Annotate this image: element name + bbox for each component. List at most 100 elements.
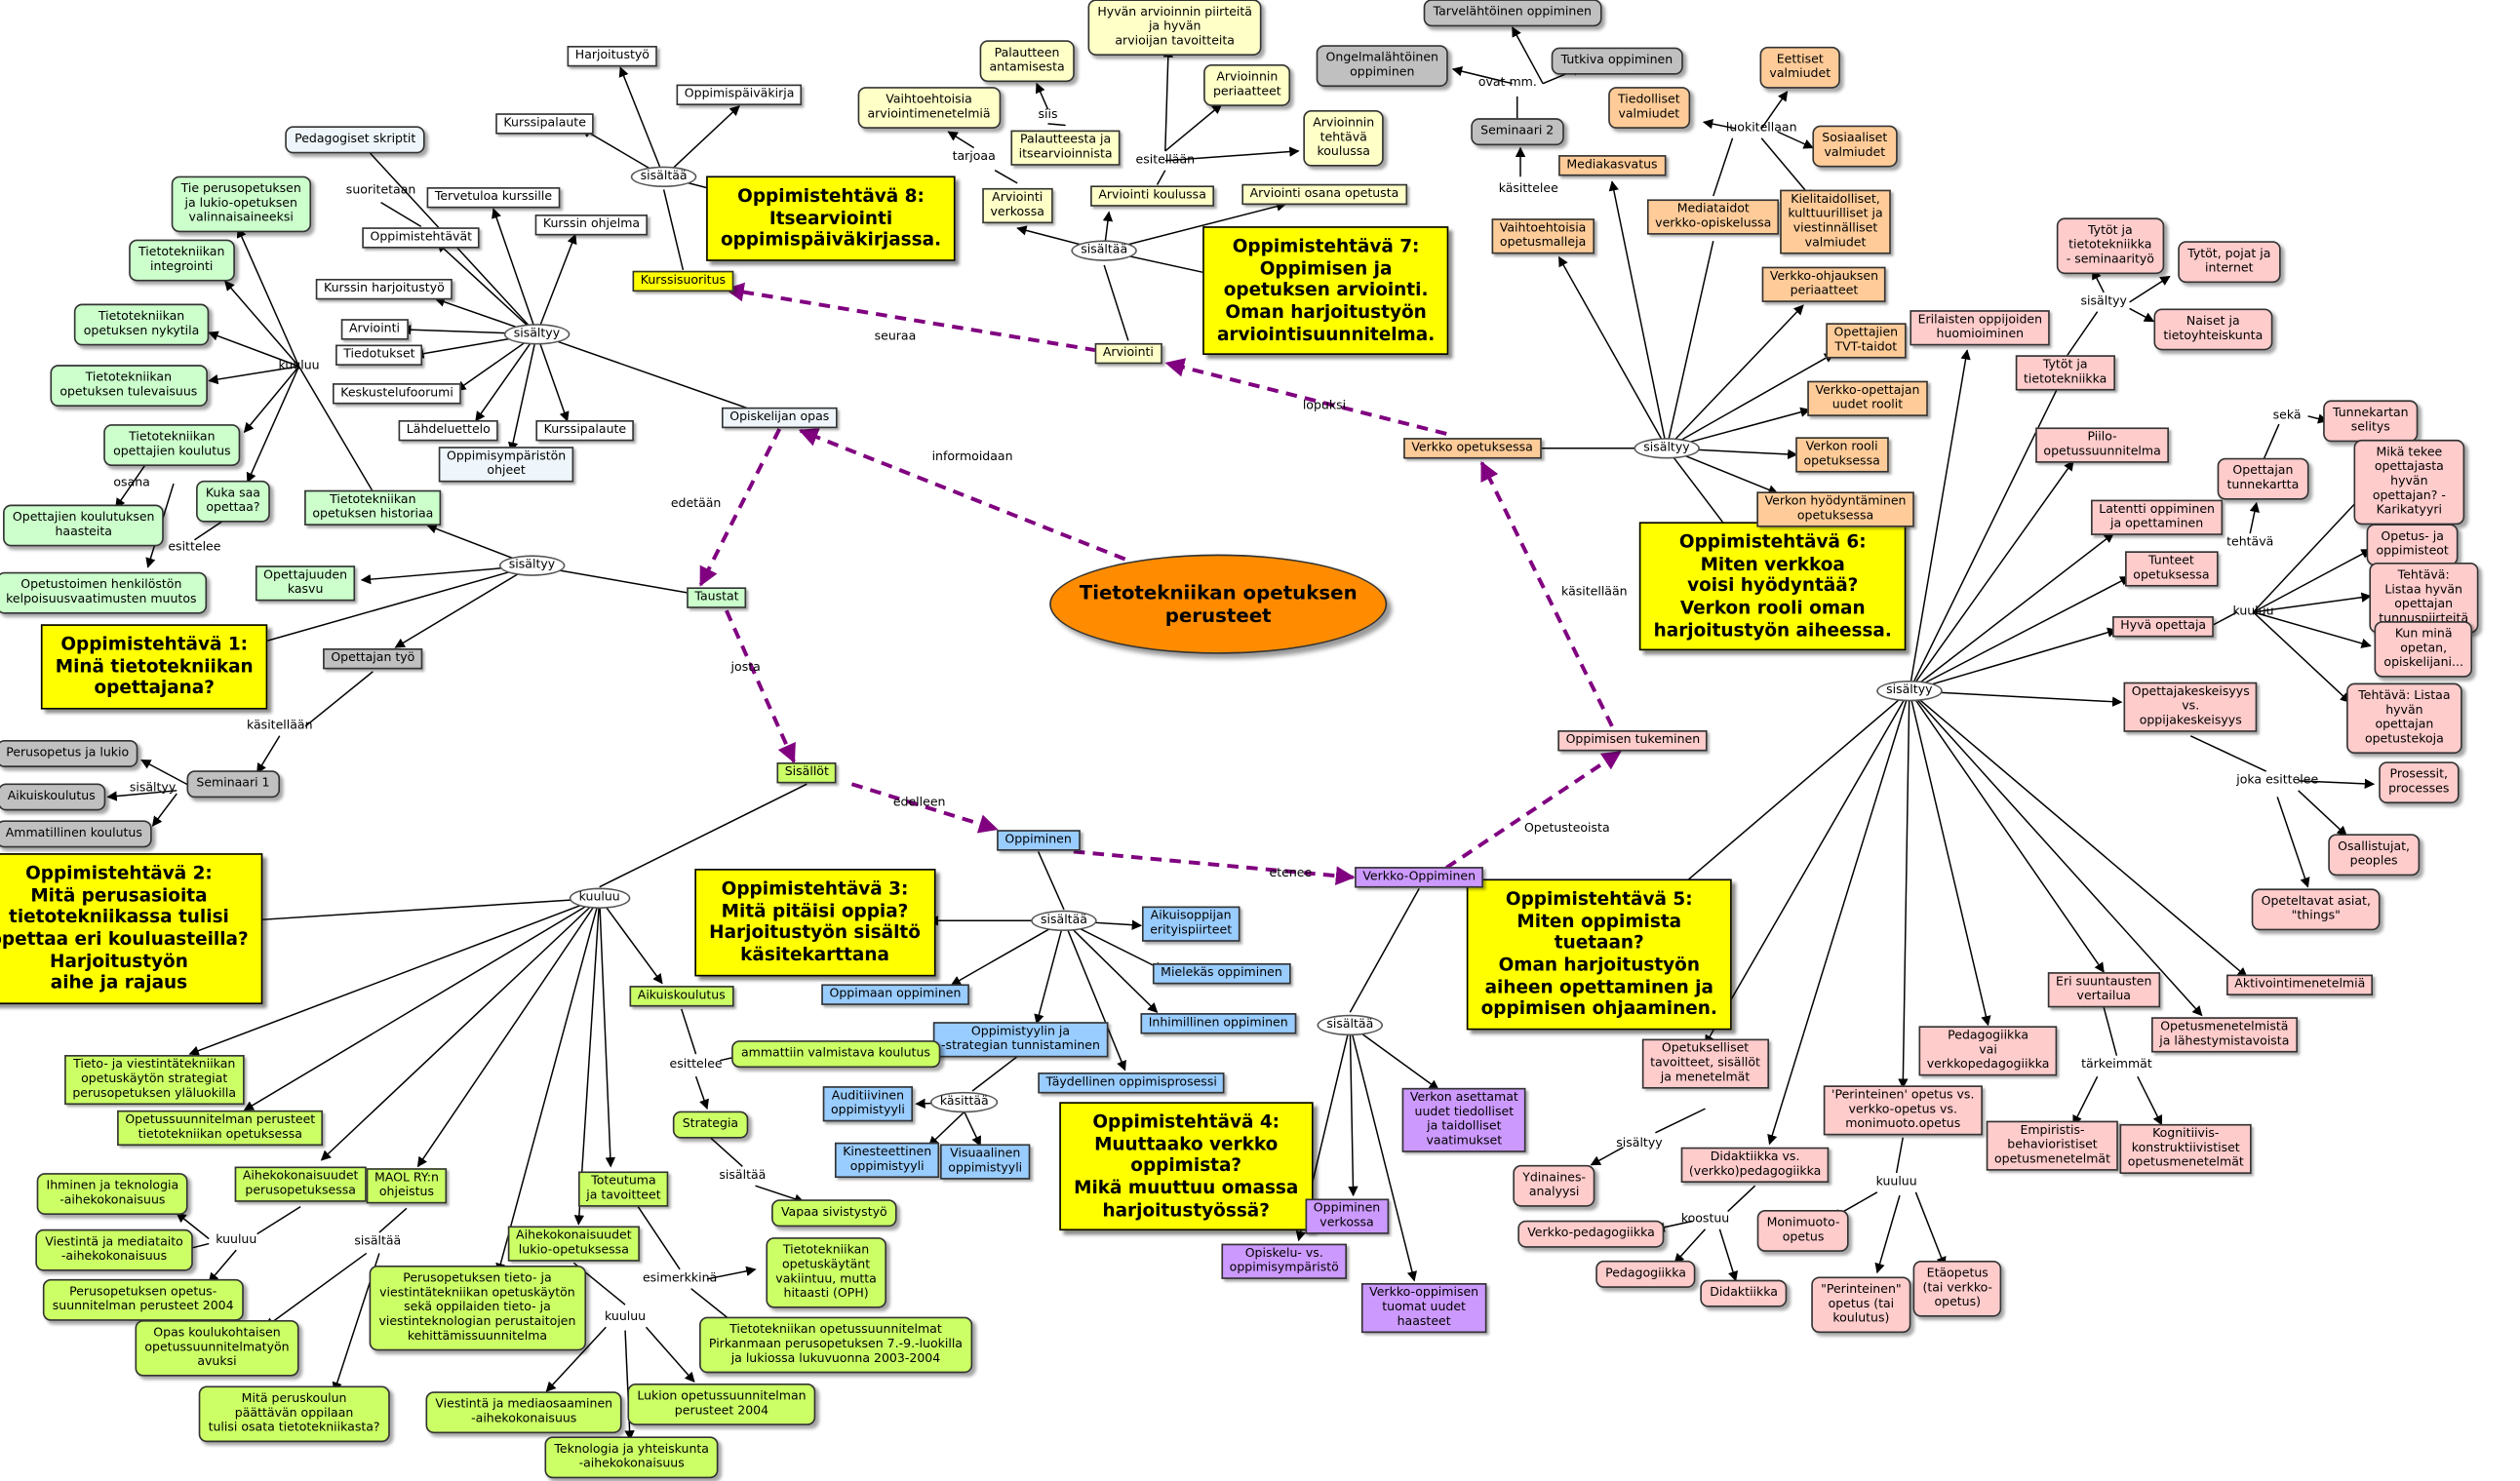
- sisallot-node: Sisällöt: [776, 762, 838, 784]
- pedagogiikka-vai-node: Pedagogiikka vai verkkopedagogiikka: [1918, 1026, 2058, 1076]
- maol-node: MAOL RY:n ohjeistus: [366, 1168, 448, 1204]
- kasitellaan-link-2: käsitellään: [1561, 584, 1628, 599]
- ihminen-teknologia-node: Ihminen ja teknologia -aihekokonaisuus: [36, 1173, 189, 1215]
- oppiminen-node: Oppiminen: [997, 830, 1081, 851]
- mielekas-oppiminen-node: Mielekäs oppiminen: [1152, 963, 1291, 985]
- lukion-ops-2004-node: Lukion opetussuunnitelman perusteet 2004: [627, 1384, 816, 1425]
- kuka-saa-opettaa-node: Kuka saa opettaa?: [196, 480, 270, 523]
- arviointi-koulussa-node: Arviointi koulussa: [1090, 185, 1215, 207]
- verkko-pedagogiikka-node: Verkko-pedagogiikka: [1517, 1220, 1665, 1248]
- verkko-ohjauksen-periaatteet-node: Verkko-ohjauksen periaatteet: [1761, 266, 1887, 302]
- kuuluu-link-perinteinen: kuuluu: [1875, 1173, 1917, 1189]
- naiset-tietoyhteiskunta-node: Naiset ja tietoyhteiskunta: [2153, 308, 2273, 351]
- kurssisuoritus-node: Kurssisuoritus: [632, 270, 734, 292]
- tunteet-opetuksessa-node: Tunteet opetuksessa: [2125, 551, 2218, 587]
- ydinainesanalyysi-node: Ydinaines- analyysi: [1513, 1164, 1595, 1207]
- mita-peruskoulun-node: Mitä peruskoulun päättävän oppilaan tuli…: [198, 1385, 390, 1442]
- etaopetus-node: Etäopetus (tai verkko- opetus): [1912, 1260, 2002, 1317]
- kielitaidolliset-node: Kielitaidolliset, kulttuurilliset ja vie…: [1780, 189, 1891, 254]
- verkko-oppiminen-node: Verkko-Oppiminen: [1355, 867, 1484, 888]
- kinesteettinen-node: Kinesteettinen oppimistyyli: [834, 1142, 940, 1178]
- ammatillinen-koulutus-node: Ammatillinen koulutus: [0, 820, 152, 848]
- keskustelufoorumi-node: Keskustelufoorumi: [333, 383, 462, 405]
- pedagogiset-skriptit-node: Pedagogiset skriptit: [285, 126, 426, 154]
- opiskelu-vs-oppimisymparisto-node: Opiskelu- vs. oppimisympäristö: [1221, 1243, 1348, 1279]
- pedagogiikka-node: Pedagogiikka: [1595, 1260, 1696, 1288]
- oppimisen-tukeminen-node: Oppimisen tukeminen: [1557, 730, 1709, 752]
- kasitellaan-link-1: käsitellään: [246, 717, 313, 732]
- verkon-hyodyntaminen-node: Verkon hyödyntäminen opetuksessa: [1756, 491, 1914, 527]
- tervetuloa-node: Tervetuloa kurssille: [426, 187, 561, 209]
- opetusteoista-link: Opetusteoista: [1523, 820, 1610, 836]
- ops-perusteet-node: Opetussuunnitelman perusteet tietoteknii…: [117, 1110, 324, 1146]
- teknologia-yhteiskunta-node: Teknologia ja yhteiskunta -aihekokonaisu…: [544, 1436, 719, 1479]
- task-4-box: Oppimistehtävä 4: Muuttaako verkko oppim…: [1059, 1102, 1314, 1231]
- kasittaa-link: käsittää: [929, 1091, 999, 1113]
- tt-tulevaisuus-node: Tietotekniikan opetuksen tulevaisuus: [50, 365, 208, 407]
- opas-koulukohtaisen-node: Opas koulukohtaisen opetussuunnitelmatyö…: [135, 1319, 299, 1377]
- didaktiikka-node: Didaktiikka: [1700, 1279, 1788, 1307]
- perusopetuksen-tieto-kehittamissuunnitelma-node: Perusopetuksen tieto- ja viestintäteknii…: [369, 1265, 586, 1350]
- task-5-box: Oppimistehtävä 5: Miten oppimista tuetaa…: [1466, 878, 1732, 1031]
- sisaltyy-link-tytot: sisältyy: [2080, 292, 2127, 308]
- sisaltyy-link-big: sisältyy: [1876, 680, 1943, 702]
- task-6-box: Oppimistehtävä 6: Miten verkkoa voisi hy…: [1638, 522, 1907, 651]
- eri-suuntausten-node: Eri suuntausten vertailua: [2047, 972, 2160, 1008]
- visuaalinen-node: Visuaalinen oppimistyyli: [940, 1144, 1031, 1180]
- verkko-oppimisen-haasteet-node: Verkko-oppimisen tuomat uudet haasteet: [1360, 1283, 1487, 1333]
- opetus-oppimisteot-node: Opetus- ja oppimisteot: [2366, 524, 2459, 566]
- tt-integrointi-node: Tietotekniikan integrointi: [129, 239, 235, 282]
- tytot-seminaarityo-node: Tytöt ja tietotekniikka - seminaarityö: [2056, 217, 2164, 274]
- oppiminen-verkossa-node: Oppiminen verkossa: [1305, 1198, 1389, 1234]
- task-7-box: Oppimistehtävä 7: Oppimisen ja opetuksen…: [1202, 226, 1450, 356]
- arvioinnin-tehtava-node: Arvioinnin tehtävä koulussa: [1303, 110, 1385, 167]
- sisaltyy-link-opas: sisältyy: [503, 324, 571, 345]
- oppimistehtavat-node: Oppimistehtävät: [362, 227, 481, 249]
- kognitiivis-node: Kognitiivis- konstruktiivistiset opetusm…: [2119, 1123, 2253, 1174]
- verkko-opetuksessa-node: Verkko opetuksessa: [1403, 438, 1542, 459]
- tiedolliset-valmiudet-node: Tiedolliset valmiudet: [1608, 87, 1690, 129]
- seminaari-2-node: Seminaari 2: [1471, 118, 1564, 146]
- lahdeluettelo-node: Lähdeluettelo: [398, 419, 499, 442]
- ongelmalahtoinen-oppiminen-node: Ongelmalähtöinen oppiminen: [1316, 45, 1448, 87]
- opettajan-tunnekartta-node: Opettajan tunnekartta: [2217, 457, 2309, 500]
- perusopetus-lukio-node: Perusopetus ja lukio: [0, 739, 139, 767]
- siis-link: siis: [1038, 106, 1058, 122]
- kuuluu-link-history: kuuluu: [278, 357, 320, 372]
- ammattiin-valmistava-node: ammattiin valmistava koulutus: [731, 1040, 940, 1069]
- piilo-opetussuunnitelma-node: Piilo- opetussuunnitelma: [2035, 427, 2169, 463]
- oppimisymparisto-node: Oppimisympäristön ohjeet: [438, 447, 574, 483]
- tt-opetuskaytanto-node: Tietotekniikan opetuskäytänt vakiintuu, …: [766, 1237, 886, 1308]
- palautteesta-itsearvioinnista-node: Palautteesta ja itsearvioinnista: [1010, 130, 1121, 166]
- kurssin-harjoitustyo-node: Kurssin harjoitustyö: [315, 278, 453, 300]
- tytot-tietotekniikka-node: Tytöt ja tietotekniikka: [2015, 355, 2115, 391]
- tt-nykytila-node: Tietotekniikan opetuksen nykytila: [73, 303, 210, 346]
- sisaltaa-link-arviointi: sisältää: [1071, 240, 1138, 261]
- kuuluu-link-lukio: kuuluu: [605, 1308, 647, 1324]
- harjoitustyo-node: Harjoitustyö: [567, 46, 658, 67]
- kuuluu-link-aihekok: kuuluu: [216, 1231, 257, 1247]
- arviointi-node: Arviointi: [1094, 342, 1162, 365]
- tiedotukset-node: Tiedotukset: [335, 344, 423, 366]
- joka-esittelee-link: joka esittelee: [2236, 771, 2319, 787]
- sisaltyy-link-ydinaines: sisältyy: [1616, 1135, 1663, 1150]
- opeteltavat-asiat-node: Opeteltavat asiat, "things": [2251, 888, 2381, 931]
- esittelee-link-1: esittelee: [168, 538, 221, 554]
- suoritetaan-link: suoritetaan: [345, 182, 416, 197]
- etenee-link: etenee: [1269, 865, 1313, 880]
- vaihtoehtoisia-opetusmalleja-node: Vaihtoehtoisia opetusmalleja: [1491, 218, 1595, 254]
- hyva-opettaja-node: Hyvä opettaja: [2112, 616, 2215, 638]
- arviointi-verkossa-node: Arviointi verkossa: [982, 187, 1053, 223]
- opetukselliset-tavoitteet-node: Opetukselliset tavoitteet, sisällöt ja m…: [1641, 1038, 1769, 1089]
- vaihtoehtoisia-arviointimenetelmia-node: Vaihtoehtoisia arviointimenetelmiä: [857, 87, 1001, 129]
- oppimistyylin-node: Oppimistyylin ja -strategian tunnistamin…: [932, 1022, 1109, 1058]
- kuuluu-link-hyva: kuuluu: [2232, 603, 2274, 618]
- taustat-node: Taustat: [687, 587, 747, 608]
- didaktiikka-vs-node: Didaktiikka vs. (verkko)pedagogiikka: [1680, 1147, 1830, 1183]
- perinteinen-opetus-node: "Perinteinen" opetus (tai koulutus): [1811, 1276, 1911, 1333]
- monimuoto-opetus-node: Monimuoto- opetus: [1756, 1210, 1850, 1252]
- viestinta-mediataito-node: Viestintä ja mediataito -aihekokonaisuus: [35, 1228, 193, 1271]
- sisaltyy-link-verkko: sisältyy: [1634, 438, 1700, 459]
- verkon-rooli-node: Verkon rooli opetuksessa: [1795, 437, 1889, 473]
- sisaltyy-link-taustat: sisältyy: [498, 555, 566, 576]
